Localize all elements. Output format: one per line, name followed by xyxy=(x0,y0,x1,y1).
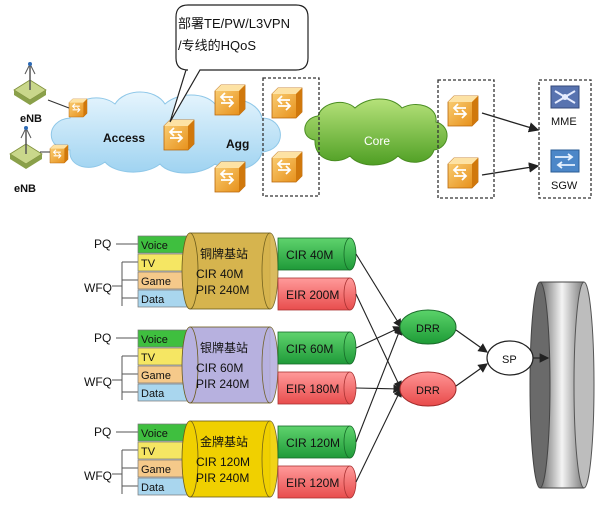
drr-top-label: DRR xyxy=(416,323,440,335)
drr-bottom-node xyxy=(399,371,457,407)
arrow-cir-to-drr xyxy=(355,253,402,328)
arrow-eir-to-drr xyxy=(355,388,402,483)
arrow-cir-to-drr xyxy=(355,326,402,349)
queue-label: Game xyxy=(141,464,171,476)
core-label: Core xyxy=(364,134,390,148)
enb-bottom-icon xyxy=(9,125,43,170)
group-name: 银牌基站 xyxy=(200,341,248,355)
mme-sgw-box xyxy=(538,79,592,199)
sgw-label: SGW xyxy=(551,180,578,192)
arrow-drr-bottom-to-sp xyxy=(455,363,488,387)
arrow-to-sgw xyxy=(481,162,540,176)
group-pir: PIR 240M xyxy=(196,283,249,297)
drr-top-node xyxy=(399,309,457,345)
group-cir: CIR 120M xyxy=(196,455,250,469)
pq-label: PQ xyxy=(94,237,111,251)
agg-label: Agg xyxy=(226,137,249,151)
pq-label: PQ xyxy=(94,425,111,439)
group-cir: CIR 40M xyxy=(196,267,243,281)
base-station-group-cylinder: 铜牌基站 CIR 40M PIR 240M xyxy=(181,232,279,310)
wfq-label: WFQ xyxy=(84,375,112,389)
output-queue-label: CIR 120M xyxy=(286,436,340,450)
queue-label: Data xyxy=(141,388,165,400)
border-router-bottom-icon xyxy=(271,151,303,183)
group-pir: PIR 240M xyxy=(196,377,249,391)
output-queue-label: EIR 120M xyxy=(286,476,339,490)
base-station-group-cylinder: 银牌基站 CIR 60M PIR 240M xyxy=(181,326,279,404)
access-label: Access xyxy=(103,131,145,145)
group-cir: CIR 60M xyxy=(196,361,243,375)
queue-label: Voice xyxy=(141,240,168,252)
arrow-cir-to-drr xyxy=(355,325,403,443)
group-name: 铜牌基站 xyxy=(200,246,248,261)
callout-line1: 部署TE/PW/L3VPN xyxy=(178,16,290,31)
access-edge-router-bottom-icon xyxy=(49,144,69,164)
cir-output-queue: CIR 120M xyxy=(277,425,357,459)
sp-label: SP xyxy=(502,354,517,366)
callout-line2: /专线的HQoS xyxy=(178,38,256,53)
mme-label: MME xyxy=(551,116,577,128)
queue-label: TV xyxy=(141,258,156,270)
cir-output-queue: CIR 40M xyxy=(277,237,357,271)
egress-router-bottom-icon xyxy=(447,157,479,189)
wfq-label: WFQ xyxy=(84,281,112,295)
queue-label: TV xyxy=(141,352,156,364)
wfq-label: WFQ xyxy=(84,469,112,483)
border-router-top-icon xyxy=(271,87,303,119)
enb-top-icon xyxy=(13,61,47,106)
enb-bottom-label: eNB xyxy=(14,183,36,195)
queue-label: Data xyxy=(141,482,165,494)
access-router-icon xyxy=(163,119,195,151)
arrow-eir-to-drr xyxy=(355,293,402,390)
queue-label: Game xyxy=(141,370,171,382)
access-edge-router-top-icon xyxy=(68,98,88,118)
eir-output-queue: EIR 120M xyxy=(277,465,357,499)
core-cloud xyxy=(304,98,448,166)
arrow-to-mme xyxy=(481,112,540,133)
output-queue-label: EIR 180M xyxy=(286,382,339,396)
drr-bottom-label: DRR xyxy=(416,385,440,397)
queue-label: TV xyxy=(141,446,156,458)
agg-router-top-icon xyxy=(214,84,246,116)
pq-label: PQ xyxy=(94,331,111,345)
output-queue-label: CIR 60M xyxy=(286,342,333,356)
eir-output-queue: EIR 200M xyxy=(277,277,357,311)
cir-output-queue: CIR 60M xyxy=(277,331,357,365)
output-port-drum xyxy=(529,281,595,489)
queue-label: Voice xyxy=(141,334,168,346)
output-queue-label: EIR 200M xyxy=(286,288,339,302)
sgw-icon xyxy=(550,149,580,173)
group-name: 金牌基站 xyxy=(200,434,248,449)
mme-icon xyxy=(550,85,580,109)
enb-top-label: eNB xyxy=(20,113,42,125)
arrow-eir-to-drr xyxy=(355,384,403,394)
arrow-drr-top-to-sp xyxy=(455,329,488,353)
core-egress-box xyxy=(437,79,495,199)
queue-label: Game xyxy=(141,276,171,288)
eir-output-queue: EIR 180M xyxy=(277,371,357,405)
output-queue-label: CIR 40M xyxy=(286,248,333,262)
callout-bubble xyxy=(169,4,309,123)
egress-router-top-icon xyxy=(447,95,479,127)
agg-router-bottom-icon xyxy=(214,161,246,193)
agg-core-border-box xyxy=(262,77,320,197)
queue-label: Data xyxy=(141,294,165,306)
group-pir: PIR 240M xyxy=(196,471,249,485)
base-station-group-cylinder: 金牌基站 CIR 120M PIR 240M xyxy=(181,420,279,498)
queue-label: Voice xyxy=(141,428,168,440)
queue-game: Game xyxy=(137,271,202,290)
